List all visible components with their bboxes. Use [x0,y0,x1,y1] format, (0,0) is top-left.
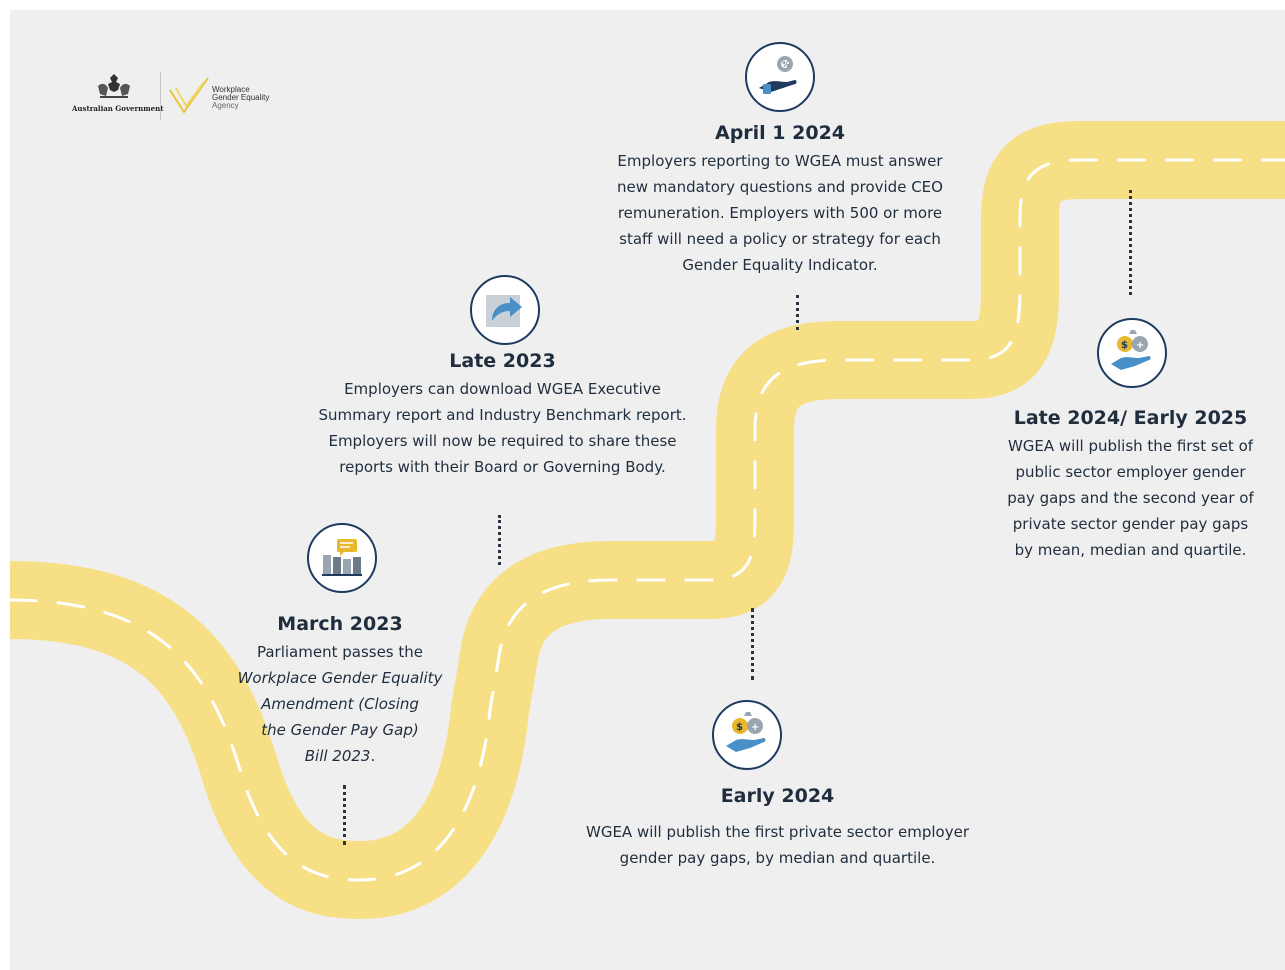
milestone-description: WGEA will publish the first private sect… [540,819,1015,871]
agency-line-3: Agency [212,101,239,110]
hand-coins-icon: $ + [1111,330,1151,370]
milestone-icon-april-2024: % [745,42,815,112]
connector-early-2024 [751,608,758,680]
hand-percent-gear-icon: % [759,56,797,94]
connector-march-2023 [343,785,350,845]
milestone-description: Employers can download WGEA Executive Su… [280,376,725,480]
desc-line: staff will need a policy or strategy for… [619,230,941,248]
header-logo: Australian Government Workplace Gender E… [72,72,282,130]
milestone-icon-late-2023 [470,275,540,345]
checkmark-logo-icon [169,77,209,114]
desc-line: WGEA will publish the first private sect… [585,823,969,841]
agency-line-2: Gender Equality [212,93,270,102]
milestone-march-2023: March 2023 Parliament passes the Workpla… [215,613,465,769]
agency-name: Workplace Gender Equality Agency [212,86,282,110]
desc-line: WGEA will publish the first set of [1007,437,1254,455]
desc-line: Workplace Gender Equality [237,669,443,687]
svg-text:%: % [782,60,790,69]
connector-late-2024 [1129,190,1136,295]
desc-line: Employers reporting to WGEA must answer [617,152,943,170]
desc-line: pay gaps and the second year of [1007,489,1254,507]
logo-divider [160,72,161,120]
milestone-title: Late 2023 [449,350,556,372]
desc-line: remuneration. Employers with 500 or more [617,204,943,222]
road-path [10,121,1285,919]
svg-text:+: + [751,722,759,733]
milestone-description: Employers reporting to WGEA must answer … [580,148,980,278]
desc-line-italic: Bill 2023 [304,747,371,765]
milestone-april-2024: April 1 2024 Employers reporting to WGEA… [580,122,980,278]
agency-line-1: Workplace [212,85,250,94]
desc-line: Gender Equality Indicator. [682,256,878,274]
milestone-description: WGEA will publish the first set of publi… [988,433,1273,563]
gov-label: Australian Government [72,104,164,113]
desc-line: by mean, median and quartile. [1014,541,1247,559]
milestone-title: March 2023 [277,613,403,635]
milestone-description: Parliament passes the Workplace Gender E… [215,639,465,769]
desc-line: public sector employer gender [1015,463,1246,481]
milestone-icon-late-2024: $ + [1097,318,1167,388]
desc-line: Parliament passes the [256,643,424,661]
desc-line-tail: . [370,747,376,765]
svg-text:$: $ [736,722,743,733]
milestone-icon-early-2024: $ + [712,700,782,770]
milestone-icon-march-2023 [307,523,377,593]
desc-line: Employers will now be required to share … [328,432,677,450]
milestone-late-2024-early-2025: Late 2024/ Early 2025 WGEA will publish … [988,407,1273,563]
desc-line: Employers can download WGEA Executive [344,380,661,398]
milestone-title: Early 2024 [720,785,835,807]
desc-line: private sector gender pay gaps [1012,515,1249,533]
connector-april-2024 [796,295,803,330]
milestone-title: April 1 2024 [714,122,846,144]
desc-line: Amendment (Closing [261,695,419,713]
desc-line: reports with their Board or Governing Bo… [339,458,666,476]
milestone-late-2023: Late 2023 Employers can download WGEA Ex… [280,350,725,480]
milestone-early-2024: Early 2024 WGEA will publish the first p… [540,785,1015,871]
coat-of-arms-icon [98,74,130,98]
desc-line: Bill 2023. [215,743,465,769]
desc-line: gender pay gaps, by median and quartile. [619,849,936,867]
svg-text:+: + [1136,340,1144,351]
desc-line: Summary report and Industry Benchmark re… [318,406,687,424]
connector-late-2023 [498,515,505,565]
desc-line: new mandatory questions and provide CEO [617,178,943,196]
meeting-speech-bubble-icon [322,539,362,576]
milestone-title: Late 2024/ Early 2025 [1013,407,1248,429]
timeline-canvas: Australian Government Workplace Gender E… [10,10,1285,970]
hand-coins-icon: $ + [726,712,766,752]
share-arrow-icon [486,295,522,327]
svg-text:$: $ [1121,340,1128,351]
desc-line: the Gender Pay Gap) [261,721,419,739]
